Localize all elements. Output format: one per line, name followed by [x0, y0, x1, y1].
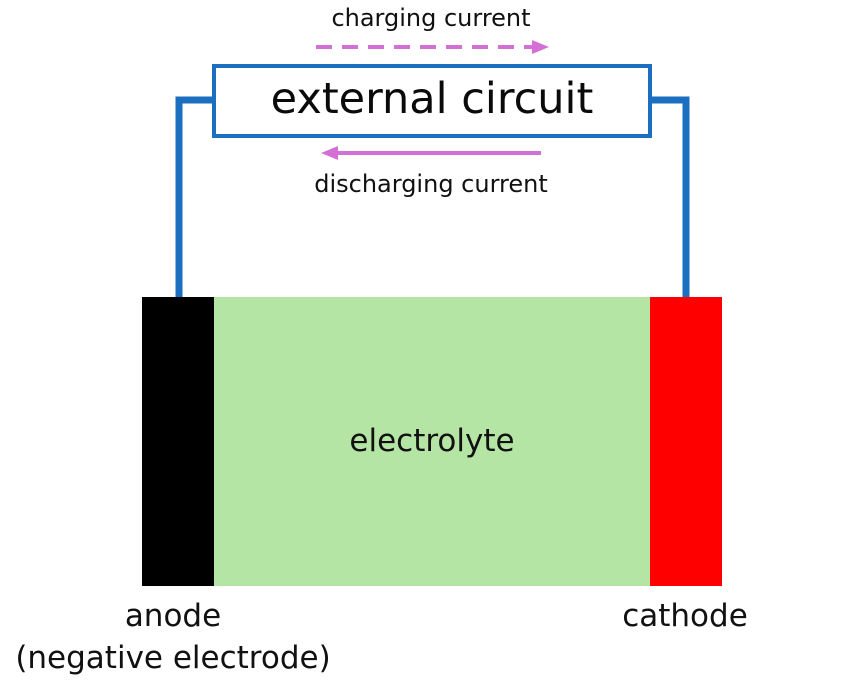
- discharging-current-arrowhead: [321, 146, 338, 160]
- anode-wire: [175, 96, 214, 297]
- electrolyte-region: [214, 297, 650, 586]
- discharging-current-label: discharging current: [314, 170, 548, 198]
- anode-note-label: (negative electrode): [15, 640, 331, 676]
- cathode-electrode: [650, 297, 722, 586]
- anode-label: anode: [124, 598, 222, 634]
- charging-current-arrowhead: [532, 40, 549, 54]
- external-circuit-box: [212, 64, 652, 138]
- cathode-label: cathode: [622, 598, 748, 634]
- charging-current-label: charging current: [331, 4, 531, 32]
- cathode-wire: [650, 96, 690, 297]
- external-circuit-label: external circuit: [270, 74, 594, 124]
- electrolyte-label: electrolyte: [349, 423, 515, 459]
- anode-electrode: [142, 297, 214, 586]
